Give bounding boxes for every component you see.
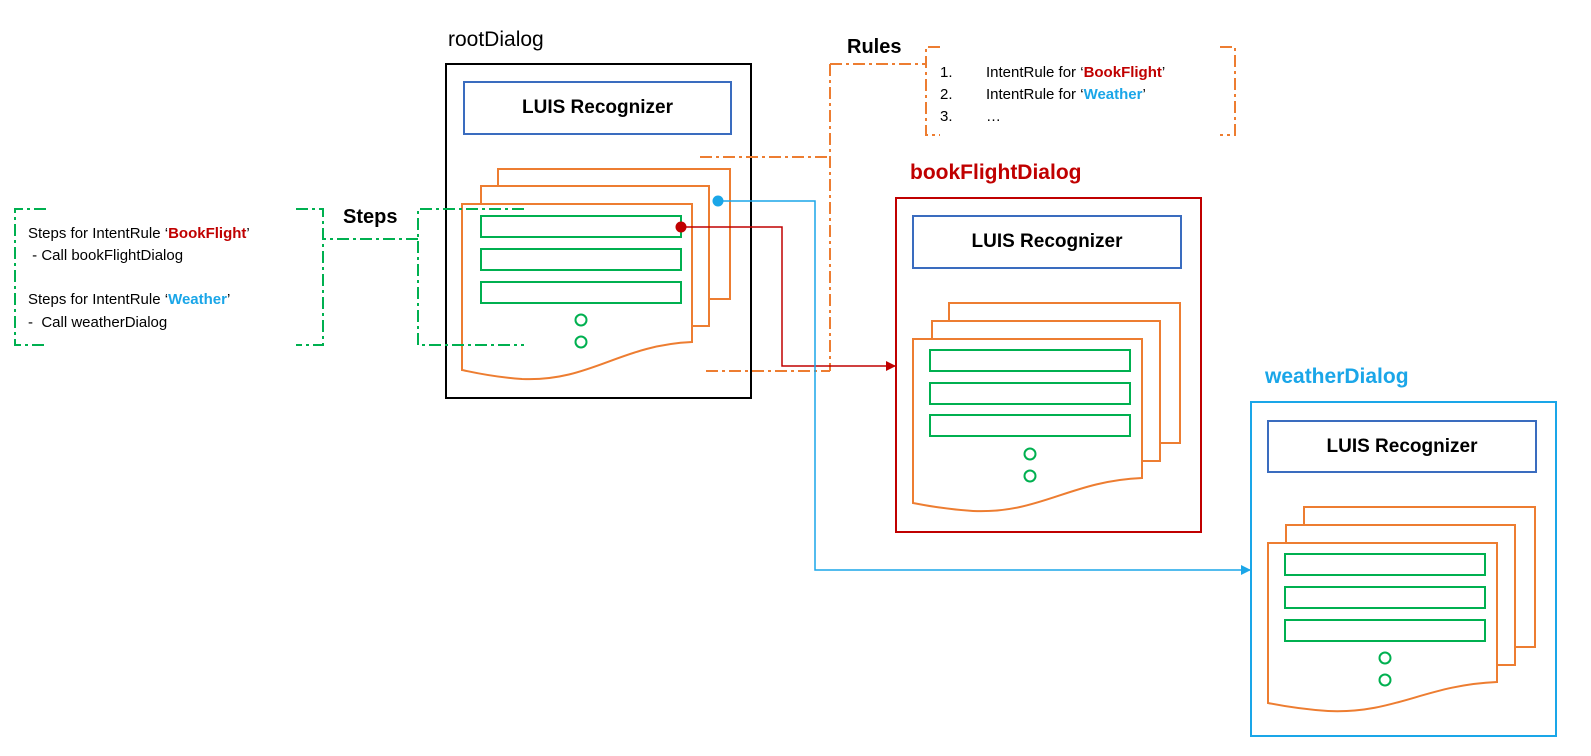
book-flight-dialog-frame — [895, 197, 1202, 533]
rule-item: 3. … — [940, 106, 1165, 128]
weather-luis-recognizer: LUIS Recognizer — [1267, 420, 1537, 473]
rule-number: 2. — [940, 86, 953, 103]
steps-bracket — [14, 208, 524, 346]
root-luis-recognizer: LUIS Recognizer — [463, 81, 732, 135]
root-dialog-frame — [445, 63, 752, 399]
weather-connector-dot — [712, 195, 724, 207]
rule-number: 1. — [940, 64, 953, 81]
weather-page-stack — [1267, 506, 1536, 713]
book-flight-dialog-title: bookFlightDialog — [910, 161, 1082, 184]
book-flight-luis-recognizer: LUIS Recognizer — [912, 215, 1182, 269]
root-dialog-title: rootDialog — [448, 28, 544, 51]
book-flight-connector-dot — [675, 221, 687, 233]
rule-text: IntentRule for ‘BookFlight’ — [986, 64, 1166, 81]
rules-bracket — [700, 46, 1236, 372]
rules-list: 1. IntentRule for ‘BookFlight’ 2. Intent… — [940, 62, 1165, 128]
bookflight-intent-label: BookFlight — [1083, 64, 1162, 81]
weather-intent-label: Weather — [1083, 86, 1143, 103]
book-page-stack — [912, 302, 1181, 513]
book-flight-connector — [681, 226, 896, 371]
steps-header: Steps — [343, 206, 398, 228]
weather-dialog-title: weatherDialog — [1265, 365, 1409, 388]
rule-text: IntentRule for ‘Weather’ — [986, 86, 1146, 103]
rule-item: 2. IntentRule for ‘Weather’ — [940, 84, 1165, 106]
steps-line-call-weather: - Call weatherDialog — [28, 314, 168, 331]
weather-step-rows — [1284, 553, 1486, 687]
rule-number: 3. — [940, 108, 953, 125]
rules-header: Rules — [847, 36, 902, 58]
rule-text: … — [986, 108, 1001, 125]
book-step-rows — [929, 349, 1131, 483]
steps-line-weather: Steps for IntentRule ‘Weather’ — [28, 291, 231, 308]
root-step-rows — [480, 215, 682, 349]
root-page-stack — [461, 168, 731, 381]
rule-item: 1. IntentRule for ‘BookFlight’ — [940, 62, 1165, 84]
weather-intent-label: Weather — [168, 291, 227, 308]
bookflight-intent-label: BookFlight — [168, 225, 247, 242]
steps-line-call-bookflight: - Call bookFlightDialog — [28, 247, 184, 264]
weather-dialog-frame — [1250, 401, 1557, 737]
weather-connector — [718, 200, 1251, 575]
steps-line-bookflight: Steps for IntentRule ‘BookFlight’ — [28, 225, 250, 242]
